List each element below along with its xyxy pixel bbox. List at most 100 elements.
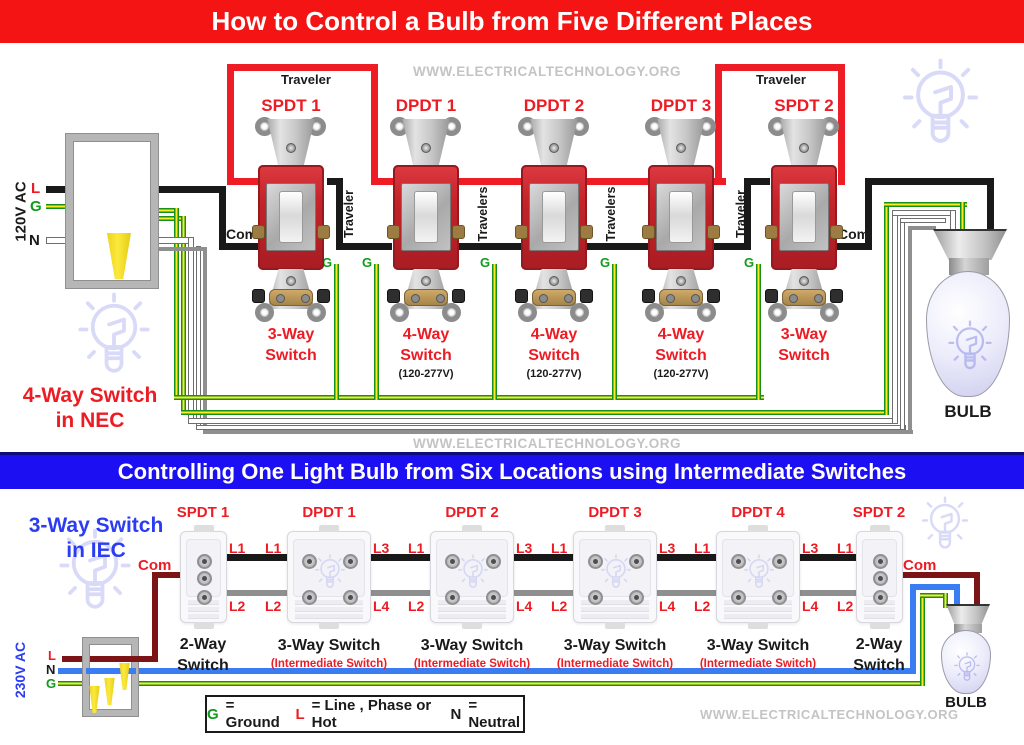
terminal-screw [317,289,330,303]
terminal-label: L2 [229,598,246,614]
toggle-switch [506,113,602,325]
lamp-holder [933,229,1007,260]
terminal-label: L3 [516,540,533,556]
terminal [772,554,787,569]
legend-ground-text: = Ground [225,697,280,731]
toggle-switch [633,113,729,325]
terminal-screw [387,289,400,303]
terminal [731,554,746,569]
screw [549,143,559,153]
red-traveler-wire [459,178,521,185]
terminal-label: L2 [837,598,854,614]
ground-drop-wire [612,264,617,400]
iec-line-n-label: N [46,662,56,677]
terminal-label: L3 [373,540,390,556]
module-caption: 3-Way Switch [277,637,381,654]
terminal [197,571,212,586]
wire-nut [119,663,130,690]
mount-ear [307,303,326,322]
mount-ear [255,303,274,322]
terminal-screw [317,225,330,239]
bulb-filament-icon [946,320,994,378]
bulb-watermark-icon [313,554,347,594]
terminal-screw [580,289,593,303]
page-title: How to Control a Bulb from Five Differen… [211,6,813,36]
wire-nut [104,678,115,705]
cable-sheath-wire [908,226,936,230]
ground-clamp [269,289,313,306]
module-ridge [724,600,792,605]
module-ridge [864,607,895,612]
terminal [302,554,317,569]
clamp-hole [301,294,310,303]
clamp-hole [789,294,798,303]
terminal-screw [452,289,465,303]
neutral-wire-blue [954,584,960,608]
clamp-hole [411,294,420,303]
neutral-wire [892,210,956,216]
com-wire [865,178,872,250]
line-wire [152,572,204,578]
watermark-top: WWW.ELECTRICALTECHNOLOGY.ORG [413,64,681,79]
ground-wire [174,208,179,400]
switch-paddle [669,191,693,243]
hot-wire [219,186,226,250]
module-title: DPDT 4 [731,504,785,521]
switch-module [287,525,371,629]
red-traveler-wire [838,64,845,185]
terminal [197,554,212,569]
terminal-label: L4 [373,598,390,614]
module-subcaption: (Intermediate Switch) [556,658,674,670]
nec-voltage-label: 120V AC [12,181,30,242]
nec-junction-box [66,134,158,288]
terminal [873,590,888,605]
legend-neutral-symbol: N [450,705,462,723]
neutral-wire-blue [86,668,136,674]
com-wire [836,243,872,250]
terminal [588,590,603,605]
terminal-label: L4 [802,598,819,614]
legend-line-text: = Line , Phase or Hot [311,697,432,731]
switch-type-label: 3-Way [267,326,315,343]
switch-title: DPDT 2 [523,96,585,115]
bulb-watermark-icon [456,554,490,594]
mid-title: Controlling One Light Bulb from Six Loca… [117,459,907,484]
lamp-holder [946,604,990,626]
terminal-label: L2 [408,598,425,614]
terminal [486,590,501,605]
terminal [873,571,888,586]
mount-ear [518,303,537,322]
clamp-hole [564,294,573,303]
module-tab [869,525,890,532]
black-traveler-wire [336,178,343,250]
ground-wire [943,593,948,608]
terminal [731,590,746,605]
iec-caption: 3-Way Switch [28,514,164,537]
terminal-label: L3 [802,540,819,556]
module-subcaption: (Intermediate Switch) [699,658,817,670]
switch-module [430,525,514,629]
switch-paddle [792,191,816,243]
terminal [772,590,787,605]
module-caption: 3-Way Switch [420,637,524,654]
faint-bulb-icon [916,496,974,558]
legend-ground-symbol: G [207,705,219,723]
ground-wire [884,202,889,415]
mount-ear [442,303,461,322]
com-label: Com [903,557,937,574]
screw [799,143,809,153]
com-label: Com [838,226,870,242]
mount-ear [768,303,787,322]
lamp-holder-neck [954,624,982,633]
module-caption: 2-Way [855,636,903,653]
ground-wire [920,593,948,598]
neutral-wire-blue [58,668,916,674]
ground-drop-wire [334,264,339,400]
terminal-label: L3 [659,540,676,556]
terminal-label: L4 [516,598,533,614]
terminal [445,554,460,569]
lamp-holder-neck [949,258,989,275]
terminal-screw [642,289,655,303]
iec-line-l-label: L [48,648,56,663]
